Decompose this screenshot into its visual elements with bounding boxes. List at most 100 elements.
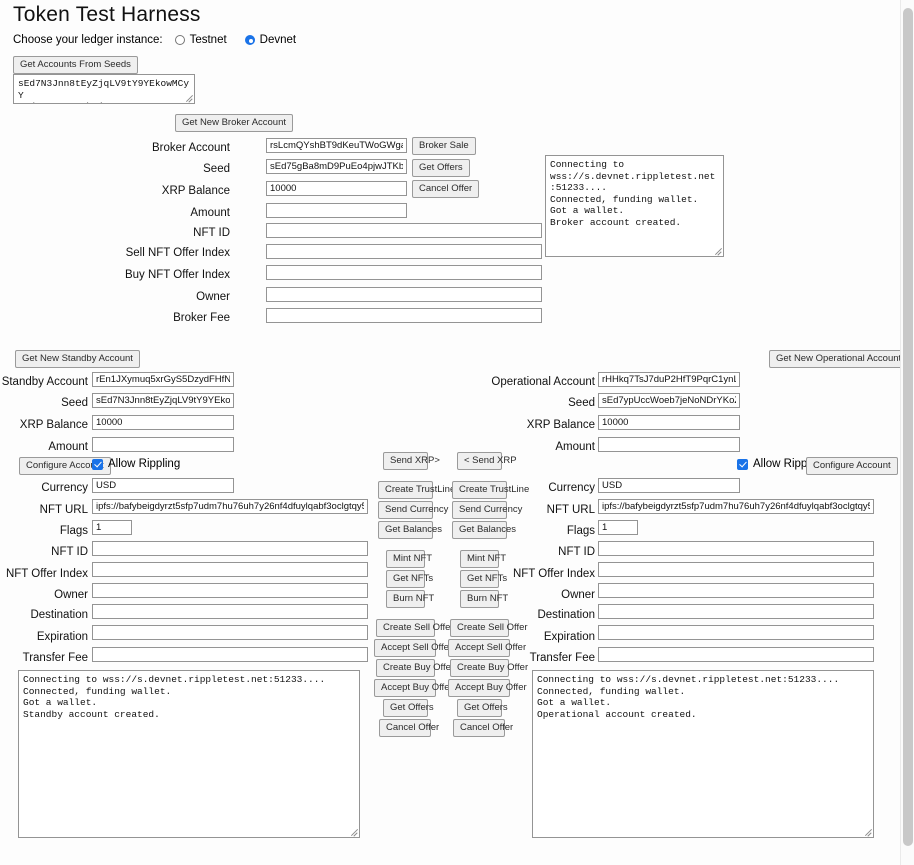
operational-flags-input[interactable] <box>598 520 638 535</box>
standby-get-balances-button[interactable]: Get Balances <box>378 521 442 539</box>
operational-expiration-input[interactable] <box>598 625 874 640</box>
operational-burn-nft-button[interactable]: Burn NFT <box>460 590 508 608</box>
operational-configure-account-button[interactable]: Configure Account <box>806 457 898 475</box>
operational-account-input[interactable] <box>598 372 740 387</box>
standby-cancel-offer-button[interactable]: Cancel Offer <box>379 719 439 737</box>
standby-currency-input[interactable] <box>92 478 234 493</box>
standby-create-trustline-button[interactable]: Create TrustLine <box>378 481 455 499</box>
operational-create-buy-offer-button[interactable]: Create Buy Offer <box>450 659 528 677</box>
operational-flags-label: Flags <box>566 525 595 537</box>
broker-log-textarea[interactable] <box>545 155 724 257</box>
page-scrollbar[interactable] <box>900 0 914 865</box>
standby-configure-account-button[interactable]: Configure Account <box>19 457 111 475</box>
operational-destination-label: Destination <box>537 609 595 621</box>
broker-get-offers-button[interactable]: Get Offers <box>412 159 470 177</box>
broker-nft-id-label: NFT ID <box>193 227 230 239</box>
operational-nft-offer-index-input[interactable] <box>598 562 874 577</box>
radio-devnet-label: Devnet <box>259 34 297 46</box>
standby-destination-input[interactable] <box>92 604 368 619</box>
operational-nft-id-input[interactable] <box>598 541 874 556</box>
operational-send-xrp-button[interactable]: < Send XRP <box>457 452 517 470</box>
broker-sale-button[interactable]: Broker Sale <box>412 137 476 155</box>
broker-buy-nft-offer-index-input[interactable] <box>266 265 542 280</box>
standby-nft-url-input[interactable] <box>92 499 368 514</box>
operational-destination-input[interactable] <box>598 604 874 619</box>
standby-accept-buy-offer-button[interactable]: Accept Buy Offer <box>374 679 453 697</box>
operational-send-currency-button[interactable]: Send Currency <box>452 501 522 519</box>
radio-devnet[interactable]: Devnet <box>244 34 297 46</box>
get-new-standby-account-button[interactable]: Get New Standby Account <box>15 350 140 368</box>
standby-nft-id-input[interactable] <box>92 541 368 556</box>
standby-allow-rippling-checkbox[interactable]: Allow Rippling <box>92 458 180 470</box>
standby-owner-input[interactable] <box>92 583 368 598</box>
standby-xrp-balance-input[interactable] <box>92 415 234 430</box>
broker-owner-input[interactable] <box>266 287 542 302</box>
ledger-instance-chooser: Choose your ledger instance: Testnet Dev… <box>13 34 314 46</box>
radio-devnet-icon[interactable] <box>244 35 255 45</box>
standby-expiration-input[interactable] <box>92 625 368 640</box>
seeds-textarea[interactable] <box>13 74 195 104</box>
operational-get-offers-button[interactable]: Get Offers <box>457 699 508 717</box>
operational-create-trustline-button[interactable]: Create TrustLine <box>452 481 529 499</box>
standby-create-sell-offer-button[interactable]: Create Sell Offer <box>376 619 454 637</box>
broker-sell-nft-offer-index-input[interactable] <box>266 244 542 259</box>
standby-transfer-fee-input[interactable] <box>92 647 368 662</box>
operational-cancel-offer-button[interactable]: Cancel Offer <box>453 719 513 737</box>
standby-account-input[interactable] <box>92 372 234 387</box>
standby-owner-label: Owner <box>54 589 88 601</box>
standby-amount-input[interactable] <box>92 437 234 452</box>
operational-get-balances-button[interactable]: Get Balances <box>452 521 516 539</box>
broker-account-input[interactable] <box>266 138 407 153</box>
broker-broker-fee-input[interactable] <box>266 308 542 323</box>
standby-flags-input[interactable] <box>92 520 132 535</box>
broker-seed-input[interactable] <box>266 159 407 174</box>
operational-amount-input[interactable] <box>598 437 740 452</box>
broker-owner-label: Owner <box>196 291 230 303</box>
operational-owner-input[interactable] <box>598 583 874 598</box>
standby-create-buy-offer-button[interactable]: Create Buy Offer <box>376 659 454 677</box>
standby-log-textarea[interactable] <box>18 670 360 838</box>
operational-create-sell-offer-button[interactable]: Create Sell Offer <box>450 619 528 637</box>
operational-accept-buy-offer-button[interactable]: Accept Buy Offer <box>448 679 527 697</box>
operational-get-nfts-button[interactable]: Get NFTs <box>460 570 507 588</box>
operational-transfer-fee-input[interactable] <box>598 647 874 662</box>
standby-mint-nft-button[interactable]: Mint NFT <box>386 550 432 568</box>
operational-log-textarea[interactable] <box>532 670 874 838</box>
operational-accept-sell-offer-button[interactable]: Accept Sell Offer <box>448 639 526 657</box>
standby-accept-sell-offer-button[interactable]: Accept Sell Offer <box>374 639 452 657</box>
standby-nft-offer-index-input[interactable] <box>92 562 368 577</box>
radio-testnet[interactable]: Testnet <box>174 34 227 46</box>
broker-amount-input[interactable] <box>266 203 407 218</box>
broker-xrp-balance-input[interactable] <box>266 181 407 196</box>
broker-cancel-offer-button[interactable]: Cancel Offer <box>412 180 480 198</box>
operational-currency-input[interactable] <box>598 478 740 493</box>
broker-seed-label: Seed <box>203 163 230 175</box>
standby-allow-rippling-check-icon[interactable] <box>92 458 103 470</box>
standby-send-xrp-button[interactable]: Send XRP> <box>383 452 440 470</box>
get-new-operational-account-button[interactable]: Get New Operational Account <box>769 350 900 368</box>
operational-xrp-balance-input[interactable] <box>598 415 740 430</box>
standby-get-nfts-button[interactable]: Get NFTs <box>386 570 433 588</box>
operational-nft-url-input[interactable] <box>598 499 874 514</box>
operational-allow-rippling-check-icon[interactable] <box>737 458 748 470</box>
get-new-broker-account-button[interactable]: Get New Broker Account <box>175 114 294 132</box>
standby-seed-input[interactable] <box>92 393 234 408</box>
standby-flags-label: Flags <box>59 525 88 537</box>
standby-nft-id-label: NFT ID <box>51 546 88 558</box>
standby-burn-nft-button[interactable]: Burn NFT <box>386 590 434 608</box>
standby-send-currency-button[interactable]: Send Currency <box>378 501 448 519</box>
operational-mint-nft-button[interactable]: Mint NFT <box>460 550 506 568</box>
operational-seed-input[interactable] <box>598 393 740 408</box>
operational-expiration-label: Expiration <box>543 631 595 643</box>
page-scrollbar-thumb[interactable] <box>903 8 913 846</box>
standby-amount-label: Amount <box>48 441 88 453</box>
standby-get-offers-button[interactable]: Get Offers <box>383 699 434 717</box>
standby-nft-url-label: NFT URL <box>39 504 88 516</box>
operational-account-label: Operational Account <box>491 376 595 388</box>
operational-nft-url-label: NFT URL <box>546 504 595 516</box>
standby-account-label: Standby Account <box>1 376 88 388</box>
get-accounts-from-seeds-button[interactable]: Get Accounts From Seeds <box>13 56 138 74</box>
radio-testnet-icon[interactable] <box>174 35 185 45</box>
broker-nft-id-input[interactable] <box>266 223 542 238</box>
standby-seed-label: Seed <box>61 397 88 409</box>
